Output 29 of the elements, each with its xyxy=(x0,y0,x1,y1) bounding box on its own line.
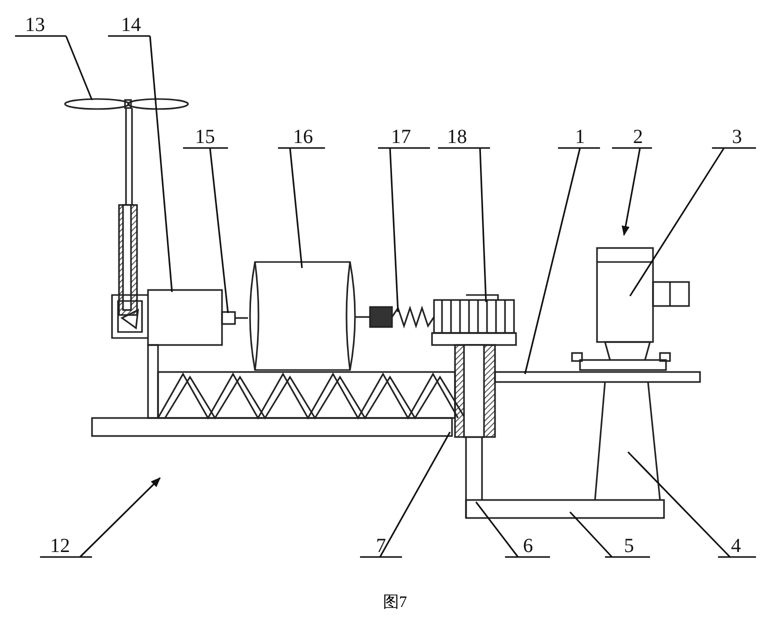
leader-line xyxy=(377,147,431,313)
leader-line xyxy=(629,147,757,297)
callout-number: 16 xyxy=(288,127,318,147)
callout-number: 5 xyxy=(619,536,639,556)
leader-line xyxy=(107,35,173,293)
leader-line xyxy=(569,511,651,558)
callout-number: 14 xyxy=(116,15,146,35)
figure-caption: 图7 xyxy=(382,593,408,613)
callout-number: 18 xyxy=(442,127,472,147)
callout-number: 1 xyxy=(570,127,590,147)
leader-line xyxy=(437,147,491,303)
leader-line xyxy=(475,501,551,558)
callout-number: 15 xyxy=(190,127,220,147)
callout-number: 2 xyxy=(628,127,648,147)
leader-line xyxy=(14,35,93,101)
callout-number: 12 xyxy=(45,536,75,556)
callout-number: 4 xyxy=(726,536,746,556)
leader-line xyxy=(611,147,653,236)
leader-line xyxy=(182,147,229,314)
callout-number: 17 xyxy=(386,127,416,147)
callout-number: 7 xyxy=(371,536,391,556)
leader-line xyxy=(627,451,757,558)
callout-number: 3 xyxy=(727,127,747,147)
callout-number: 6 xyxy=(518,536,538,556)
leader-line xyxy=(277,147,326,269)
leader-line xyxy=(524,147,601,375)
callout-number: 13 xyxy=(20,15,50,35)
leader-line xyxy=(359,431,451,558)
leader-line xyxy=(39,477,161,558)
